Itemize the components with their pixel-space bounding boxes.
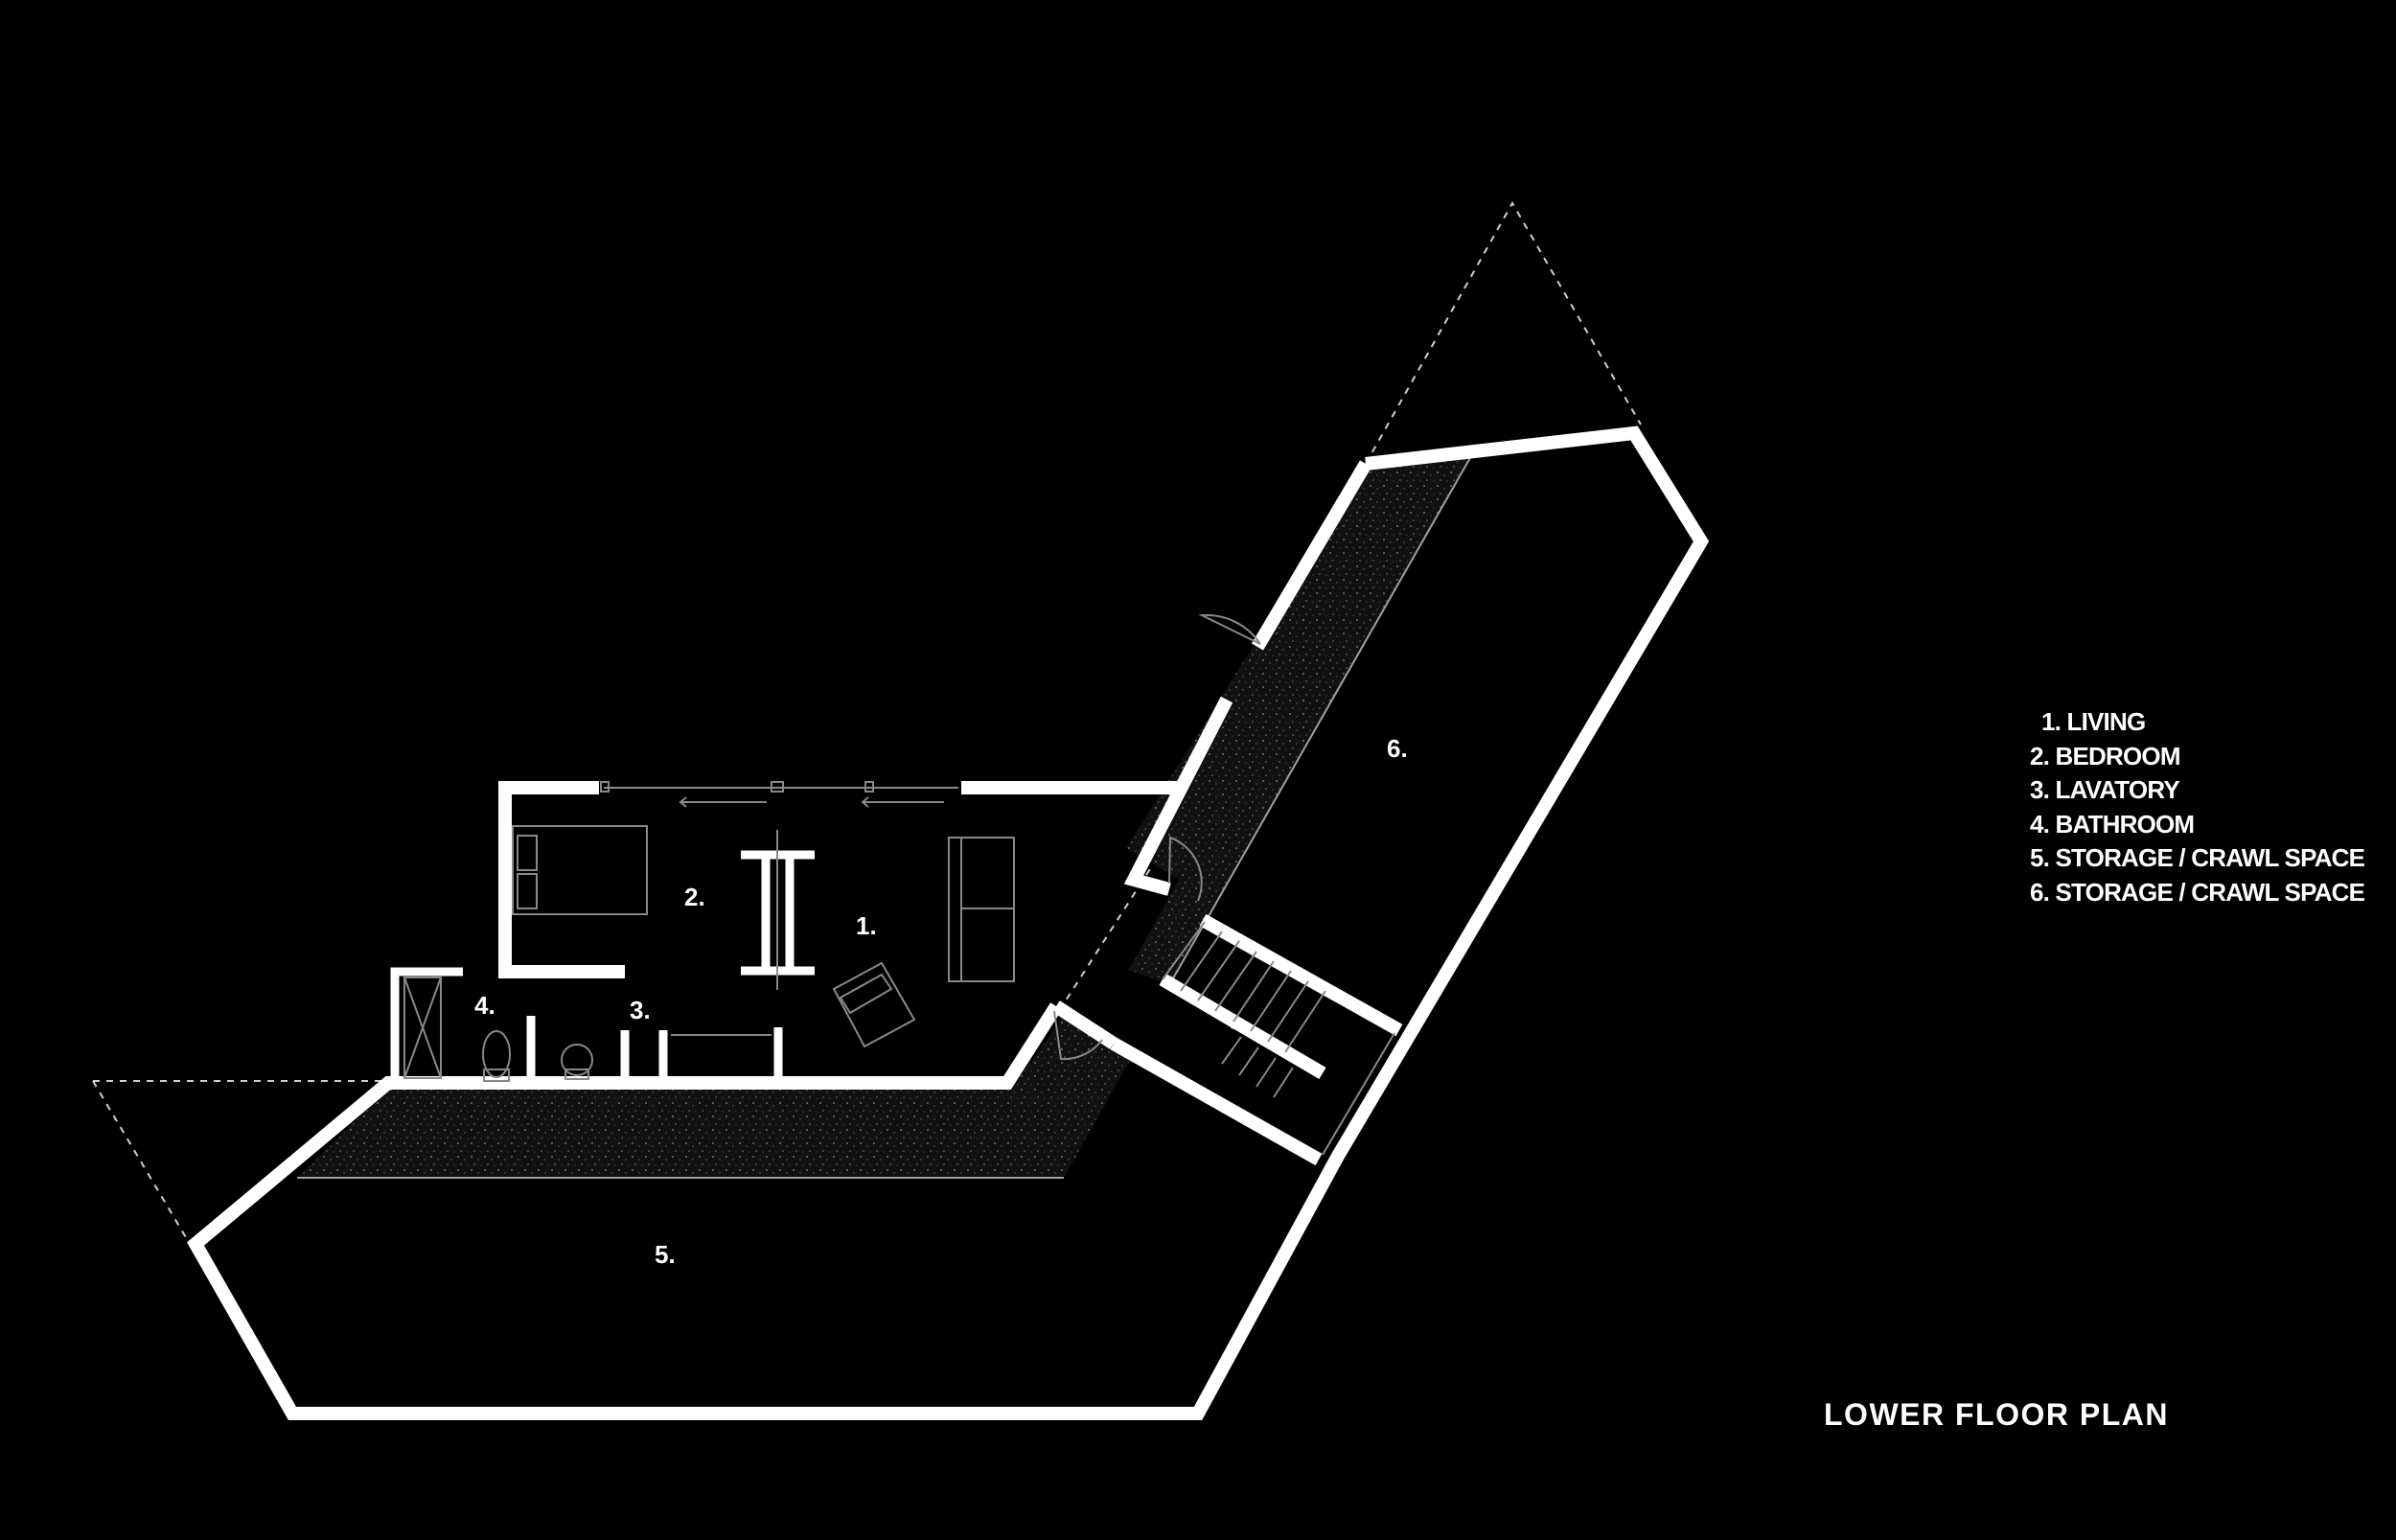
bed	[512, 825, 648, 915]
legend-item-lavatory: 3. LAVATORY	[2030, 775, 2180, 804]
fine-lines	[297, 455, 1472, 1179]
fixtures-furniture	[403, 613, 1395, 1156]
shower	[403, 977, 442, 1079]
site-outline-dashed	[92, 200, 1642, 1245]
legend-item-bedroom: 2. BEDROOM	[2030, 741, 2180, 770]
plan-title: LOWER FLOOR PLAN	[1824, 1397, 2169, 1432]
door-swing-north	[1198, 613, 1261, 645]
room-legend: 1. LIVING 2. BEDROOM 3. LAVATORY 4. BATH…	[2030, 705, 2365, 909]
door-swing-south	[1053, 1010, 1103, 1061]
toilet	[482, 1030, 511, 1078]
door-swing-west-entry	[1168, 836, 1203, 902]
legend-item-bathroom: 4. BATHROOM	[2030, 809, 2195, 839]
interior-partitions	[390, 850, 815, 1083]
legend-item-living: 1. LIVING	[2041, 707, 2146, 736]
legend-item-storage-5: 5. STORAGE / CRAWL SPACE	[2030, 843, 2365, 872]
stairs	[1162, 921, 1395, 1156]
room-label-2: 2.	[684, 883, 705, 911]
room-label-6: 6.	[1387, 734, 1408, 763]
room-label-4: 4.	[474, 991, 495, 1020]
exterior-walls	[187, 425, 1710, 1420]
room-labels: 1. 2. 3. 4. 5. 6.	[474, 734, 1408, 1269]
crawl-space-corridors	[297, 456, 1471, 1178]
sink	[561, 1044, 593, 1076]
room-label-3: 3.	[630, 996, 651, 1024]
room-label-5: 5.	[655, 1240, 676, 1269]
armchair	[832, 961, 916, 1048]
legend-item-storage-6: 6. STORAGE / CRAWL SPACE	[2030, 877, 2365, 907]
room-label-1: 1.	[856, 911, 877, 940]
